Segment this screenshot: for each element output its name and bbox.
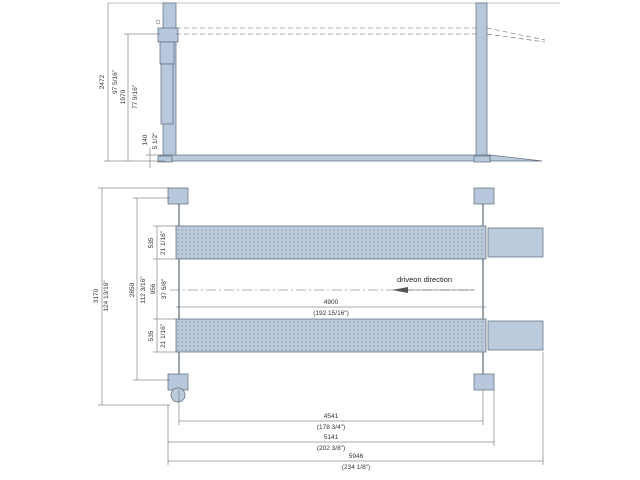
dim-length-with-ramp: 5141 xyxy=(324,434,339,441)
side-view: 2472 97 5/16" 1970 77 9/16" 140 5 1/2" xyxy=(99,2,560,168)
side-cylinder xyxy=(159,41,175,65)
dim-total-width-inch: 124 13/16" xyxy=(103,280,110,312)
power-unit-icon xyxy=(170,387,186,403)
runway-bottom xyxy=(175,318,487,353)
top-post-plate-tr xyxy=(473,187,495,205)
dim-post-spacing-inch: (178 3/4") xyxy=(317,424,345,431)
dim-outer-runway: 2850 xyxy=(129,282,136,297)
dim-lift-height-inch: 77 9/16" xyxy=(132,84,139,109)
dim-runway-width-bottom-inch: 21 1/16" xyxy=(160,323,167,348)
direction-arrow-icon xyxy=(392,287,408,293)
dim-runway-length: 4900 xyxy=(324,299,339,306)
top-view: driveon direction 3170 124 13/16" 2850 1… xyxy=(93,187,544,471)
dim-total-width: 3170 xyxy=(93,288,100,303)
dim-runway-width-bottom: 535 xyxy=(148,330,155,341)
side-right-foot xyxy=(473,155,491,163)
dim-runway-width-top: 535 xyxy=(148,237,155,248)
ramp-top xyxy=(487,227,544,258)
dim-post-spacing: 4541 xyxy=(324,413,339,420)
top-post-plate-tl xyxy=(167,187,189,205)
dim-lift-height: 1970 xyxy=(120,89,127,104)
top-post-plate-br xyxy=(473,373,495,391)
dim-outer-runway-inch: 112 3/16" xyxy=(140,276,147,304)
dim-length-with-ramp-inch: (202 3/8") xyxy=(317,445,345,452)
dim-overall-height: 2472 xyxy=(99,74,106,89)
top-post-plate-bl xyxy=(167,373,189,391)
side-cylinder-rod xyxy=(160,63,174,125)
ramp-bottom xyxy=(487,320,544,351)
dim-runway-length-inch: (192 15/16") xyxy=(313,310,349,317)
side-carriage xyxy=(157,27,179,43)
runway-top xyxy=(175,225,487,260)
dim-runway-gap-inch: 37 5/8" xyxy=(161,278,168,299)
side-left-foot xyxy=(157,155,173,163)
side-ramp xyxy=(489,154,543,162)
dim-runway-gap: 956 xyxy=(150,283,157,294)
dim-low-height-inch: 5 1/2" xyxy=(152,132,159,149)
dim-overall-length: 5946 xyxy=(349,453,364,460)
direction-label: driveon direction xyxy=(397,275,452,284)
dim-low-height: 140 xyxy=(142,134,149,145)
raised-ramp-bottom xyxy=(486,33,546,43)
raised-ramp-top xyxy=(486,27,546,41)
dim-runway-width-top-inch: 21 1/16" xyxy=(160,230,167,255)
side-gear-icon xyxy=(155,19,161,25)
dim-overall-height-inch: 97 5/16" xyxy=(112,69,119,94)
dim-overall-length-inch: (234 1/8") xyxy=(342,464,370,471)
side-right-post xyxy=(475,2,488,162)
side-runway xyxy=(159,154,491,162)
